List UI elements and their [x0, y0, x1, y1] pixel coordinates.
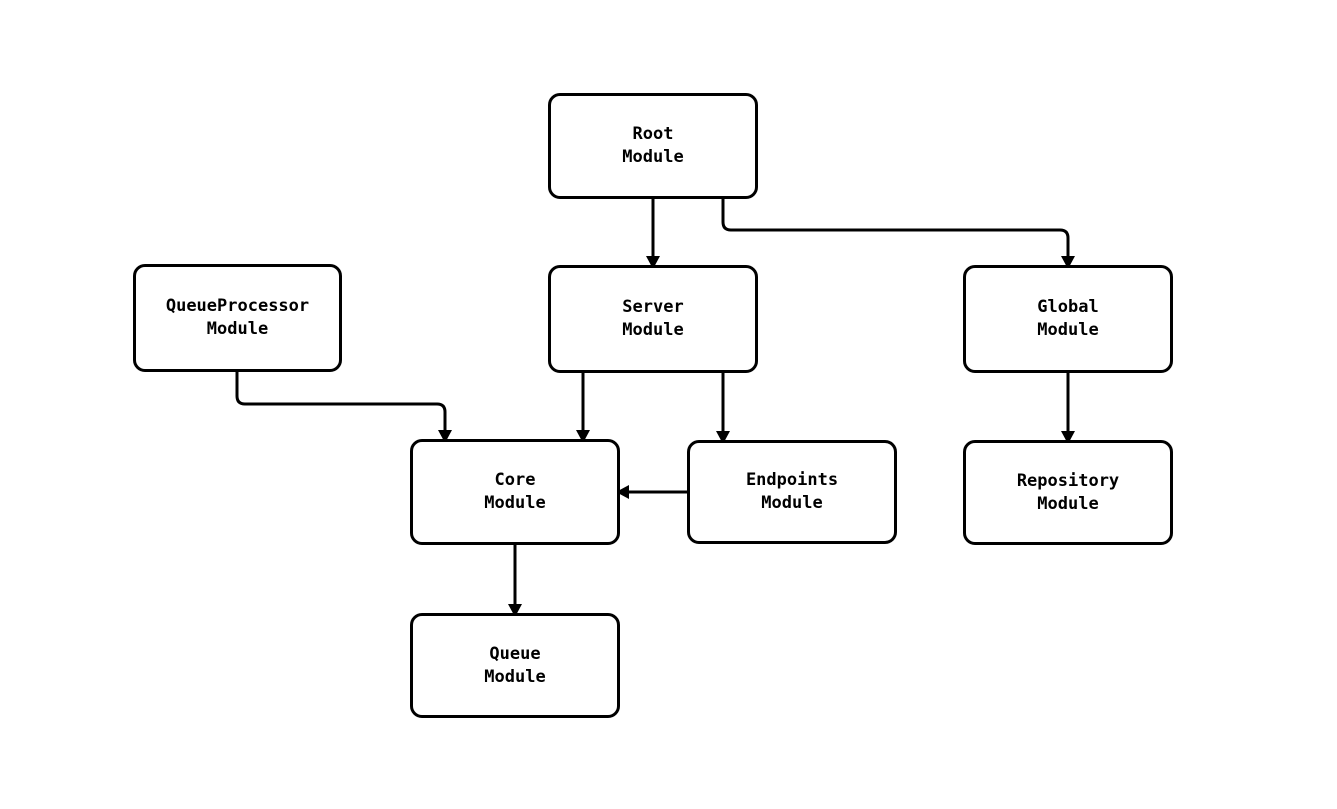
node-label-line2: Module — [484, 493, 546, 513]
node-endpoints-module[interactable]: Endpoints Module — [687, 440, 897, 544]
node-label-line2: Module — [622, 147, 684, 167]
node-queueprocessor-module[interactable]: QueueProcessor Module — [133, 264, 342, 372]
node-core-module[interactable]: Core Module — [410, 439, 620, 545]
node-label-line1: Queue — [489, 643, 541, 664]
node-global-module[interactable]: Global Module — [963, 265, 1173, 373]
node-label-line2: Module — [622, 320, 684, 340]
node-label-line2: Module — [761, 493, 823, 513]
node-label-line1: Endpoints — [745, 470, 839, 490]
node-label-line2: Module — [1037, 320, 1099, 340]
node-server-module[interactable]: Server Module — [548, 265, 758, 373]
edge-queueprocessor-to-core — [235, 372, 452, 443]
node-repository-module[interactable]: Repository Module — [963, 440, 1173, 545]
node-label-line2: Module — [1037, 493, 1099, 514]
node-queue-module[interactable]: Queue Module — [410, 613, 620, 718]
node-label-line2: Module — [484, 666, 546, 687]
node-label-line1: Core — [494, 470, 536, 490]
node-label-line1: Root — [632, 124, 674, 144]
edge-root-to-global — [721, 199, 1075, 269]
node-label-line1: Server — [622, 297, 684, 317]
node-label-line1: Repository — [1016, 470, 1120, 491]
node-root-module[interactable]: Root Module — [548, 93, 758, 199]
node-label-line2: Module — [206, 319, 269, 339]
node-label-line1: QueueProcessor — [165, 296, 310, 316]
node-label-line1: Global — [1037, 297, 1099, 317]
